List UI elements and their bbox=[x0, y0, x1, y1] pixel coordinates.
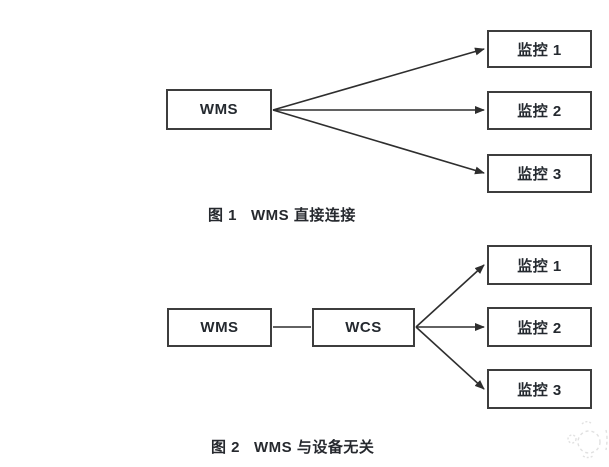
figure2-wcs-label: WCS bbox=[345, 319, 382, 336]
figure1-monitor1-node: 监控 1 bbox=[487, 30, 592, 68]
figure1-monitor2-label: 监控 2 bbox=[517, 103, 562, 120]
figure1-monitor3-node: 监控 3 bbox=[487, 154, 592, 193]
figure1-monitor1-label: 监控 1 bbox=[517, 41, 562, 59]
figure1-wms-label: WMS bbox=[199, 101, 239, 118]
figure1-caption: 图 1 WMS 直接连接 bbox=[208, 207, 356, 224]
figure2-monitor3-label: 监控 3 bbox=[517, 381, 562, 399]
figure1-wms-node: WMS bbox=[166, 89, 272, 130]
figure1-monitor2-node: 监控 2 bbox=[487, 91, 592, 130]
figure2-monitor1-node: 监控 1 bbox=[487, 245, 592, 285]
figure2-monitor2-label: 监控 2 bbox=[517, 319, 562, 337]
figure2-monitor3-node: 监控 3 bbox=[487, 369, 592, 409]
figure2-caption: 图 2 WMS 与设备无关 bbox=[211, 439, 375, 456]
figure1-arrows bbox=[272, 47, 485, 175]
figure2-monitor1-label: 监控 1 bbox=[517, 257, 562, 275]
figure2-wcs-node: WCS bbox=[312, 308, 415, 347]
figure2-monitor2-node: 监控 2 bbox=[487, 307, 592, 347]
watermark-logo-icon bbox=[567, 421, 608, 459]
figure1-monitor3-label: 监控 3 bbox=[517, 166, 562, 183]
figure2-wms-node: WMS bbox=[167, 308, 272, 347]
figure2-wms-label: WMS bbox=[200, 319, 239, 336]
